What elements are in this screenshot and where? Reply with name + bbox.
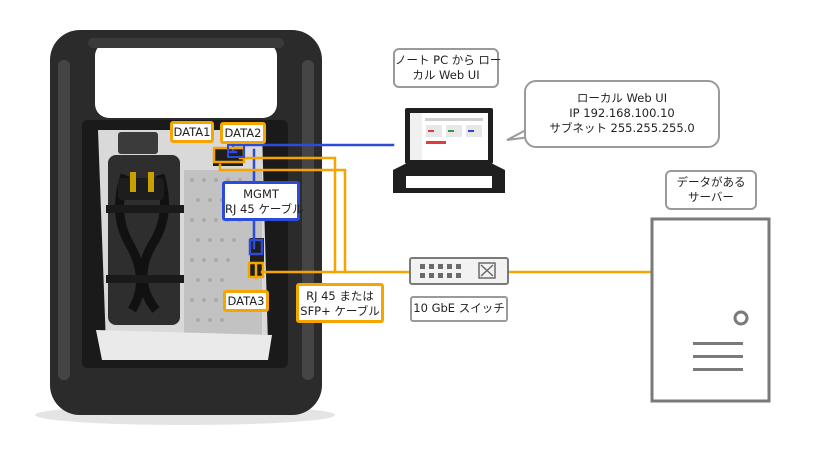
server-line-2: サーバー (688, 190, 734, 204)
cables (212, 143, 652, 280)
sfp-line-1: RJ 45 または (306, 289, 374, 303)
data2-text: DATA2 (224, 126, 262, 140)
local-ui-callout: ローカル Web UI IP 192.168.100.10 サブネット 255.… (524, 80, 720, 148)
laptop-icon (393, 108, 505, 193)
laptop-line-2: カル Web UI (412, 68, 480, 82)
mgmt-line-2: RJ 45 ケーブル (225, 202, 304, 216)
laptop-line-1: ノート PC から ロー (395, 53, 502, 67)
sfp-line-2: SFP+ ケーブル (300, 304, 380, 318)
mgmt-line-1: MGMT (243, 187, 279, 201)
device-chassis (35, 30, 335, 425)
switch-label: 10 GbE スイッチ (410, 296, 508, 322)
switch-icon (409, 257, 509, 285)
sfp-cable-label: RJ 45 または SFP+ ケーブル (296, 283, 384, 323)
data1-text: DATA1 (173, 125, 211, 139)
data3-text: DATA3 (227, 294, 265, 308)
server-label: データがある サーバー (665, 170, 757, 210)
laptop-label: ノート PC から ロー カル Web UI (393, 48, 502, 88)
data1-label: DATA1 (170, 121, 214, 143)
local-ui-line-2: IP 192.168.100.10 (569, 106, 675, 120)
data2-label: DATA2 (220, 122, 266, 144)
mgmt-label: MGMT RJ 45 ケーブル (222, 181, 304, 221)
server-icon (650, 217, 771, 403)
server-line-1: データがある (676, 175, 746, 189)
local-ui-line-3: サブネット 255.255.255.0 (549, 121, 695, 135)
data3-label: DATA3 (223, 290, 269, 312)
switch-text: 10 GbE スイッチ (413, 301, 505, 315)
local-ui-line-1: ローカル Web UI (576, 91, 668, 105)
